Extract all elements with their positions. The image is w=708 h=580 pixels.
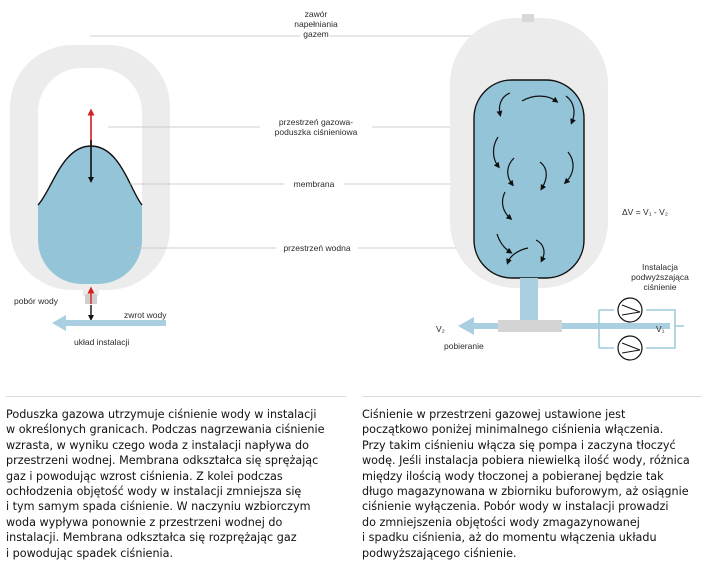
valve-label: zawór napełniania gazem [294, 9, 338, 39]
membrane-label: membrana [294, 179, 335, 189]
volume-formula: ΔV = V₁ - V₂ [622, 207, 668, 217]
expansion-vessel-diagram: zawór napełniania gazem przestrzeń gazow… [10, 9, 689, 361]
booster-loop [598, 309, 676, 349]
valve-label-line-2: napełniania [294, 19, 338, 29]
left-pipe [64, 320, 166, 326]
valve-label-line-3: gazem [303, 29, 329, 39]
right-pipe-arrowhead [458, 317, 474, 335]
right-vessel [450, 14, 608, 322]
description-right: Ciśnienie w przestrzeni gazowej ustawion… [362, 408, 690, 560]
v1-label: V₁ [656, 324, 665, 334]
water-space-label: przestrzeń wodna [283, 243, 350, 253]
pump-icon-bottom [617, 335, 643, 361]
booster-pump-circuit [598, 297, 684, 361]
right-water-space [473, 79, 585, 279]
pump-icon-top [617, 297, 643, 323]
booster-label: Instalacja podwyższająca ciśnienie [631, 262, 689, 292]
water-draw-label: pobór wody [14, 296, 59, 306]
gas-space-label-line-2: poduszka ciśnieniowa [275, 127, 358, 137]
booster-label-line-3: ciśnienie [643, 282, 676, 292]
installation-label: układ instalacji [74, 337, 129, 347]
v2-label: V₂ [436, 324, 445, 334]
right-main-pipe [472, 323, 670, 329]
left-vessel [10, 45, 170, 304]
valve-label-line-1: zawór [305, 9, 328, 19]
description-left: Poduszka gazowa utrzymuje ciśnienie wody… [6, 408, 325, 560]
right-gas-valve [522, 14, 534, 22]
gas-space-label: przestrzeń gazowa- poduszka ciśnieniowa [275, 117, 358, 137]
left-water-space [38, 146, 142, 284]
t-junction [498, 320, 562, 332]
booster-label-line-1: Instalacja [642, 262, 678, 272]
water-flow-arrows [492, 92, 576, 265]
gas-space-label-line-1: przestrzeń gazowa- [279, 117, 353, 127]
draw-label: pobieranie [444, 341, 484, 351]
water-return-label: zwrot wody [124, 310, 167, 320]
left-pipe-arrowhead [52, 315, 66, 331]
divider-left [6, 396, 346, 397]
divider-right [362, 396, 702, 397]
right-outlet-stub [520, 278, 538, 322]
booster-label-line-2: podwyższająca [631, 272, 689, 282]
